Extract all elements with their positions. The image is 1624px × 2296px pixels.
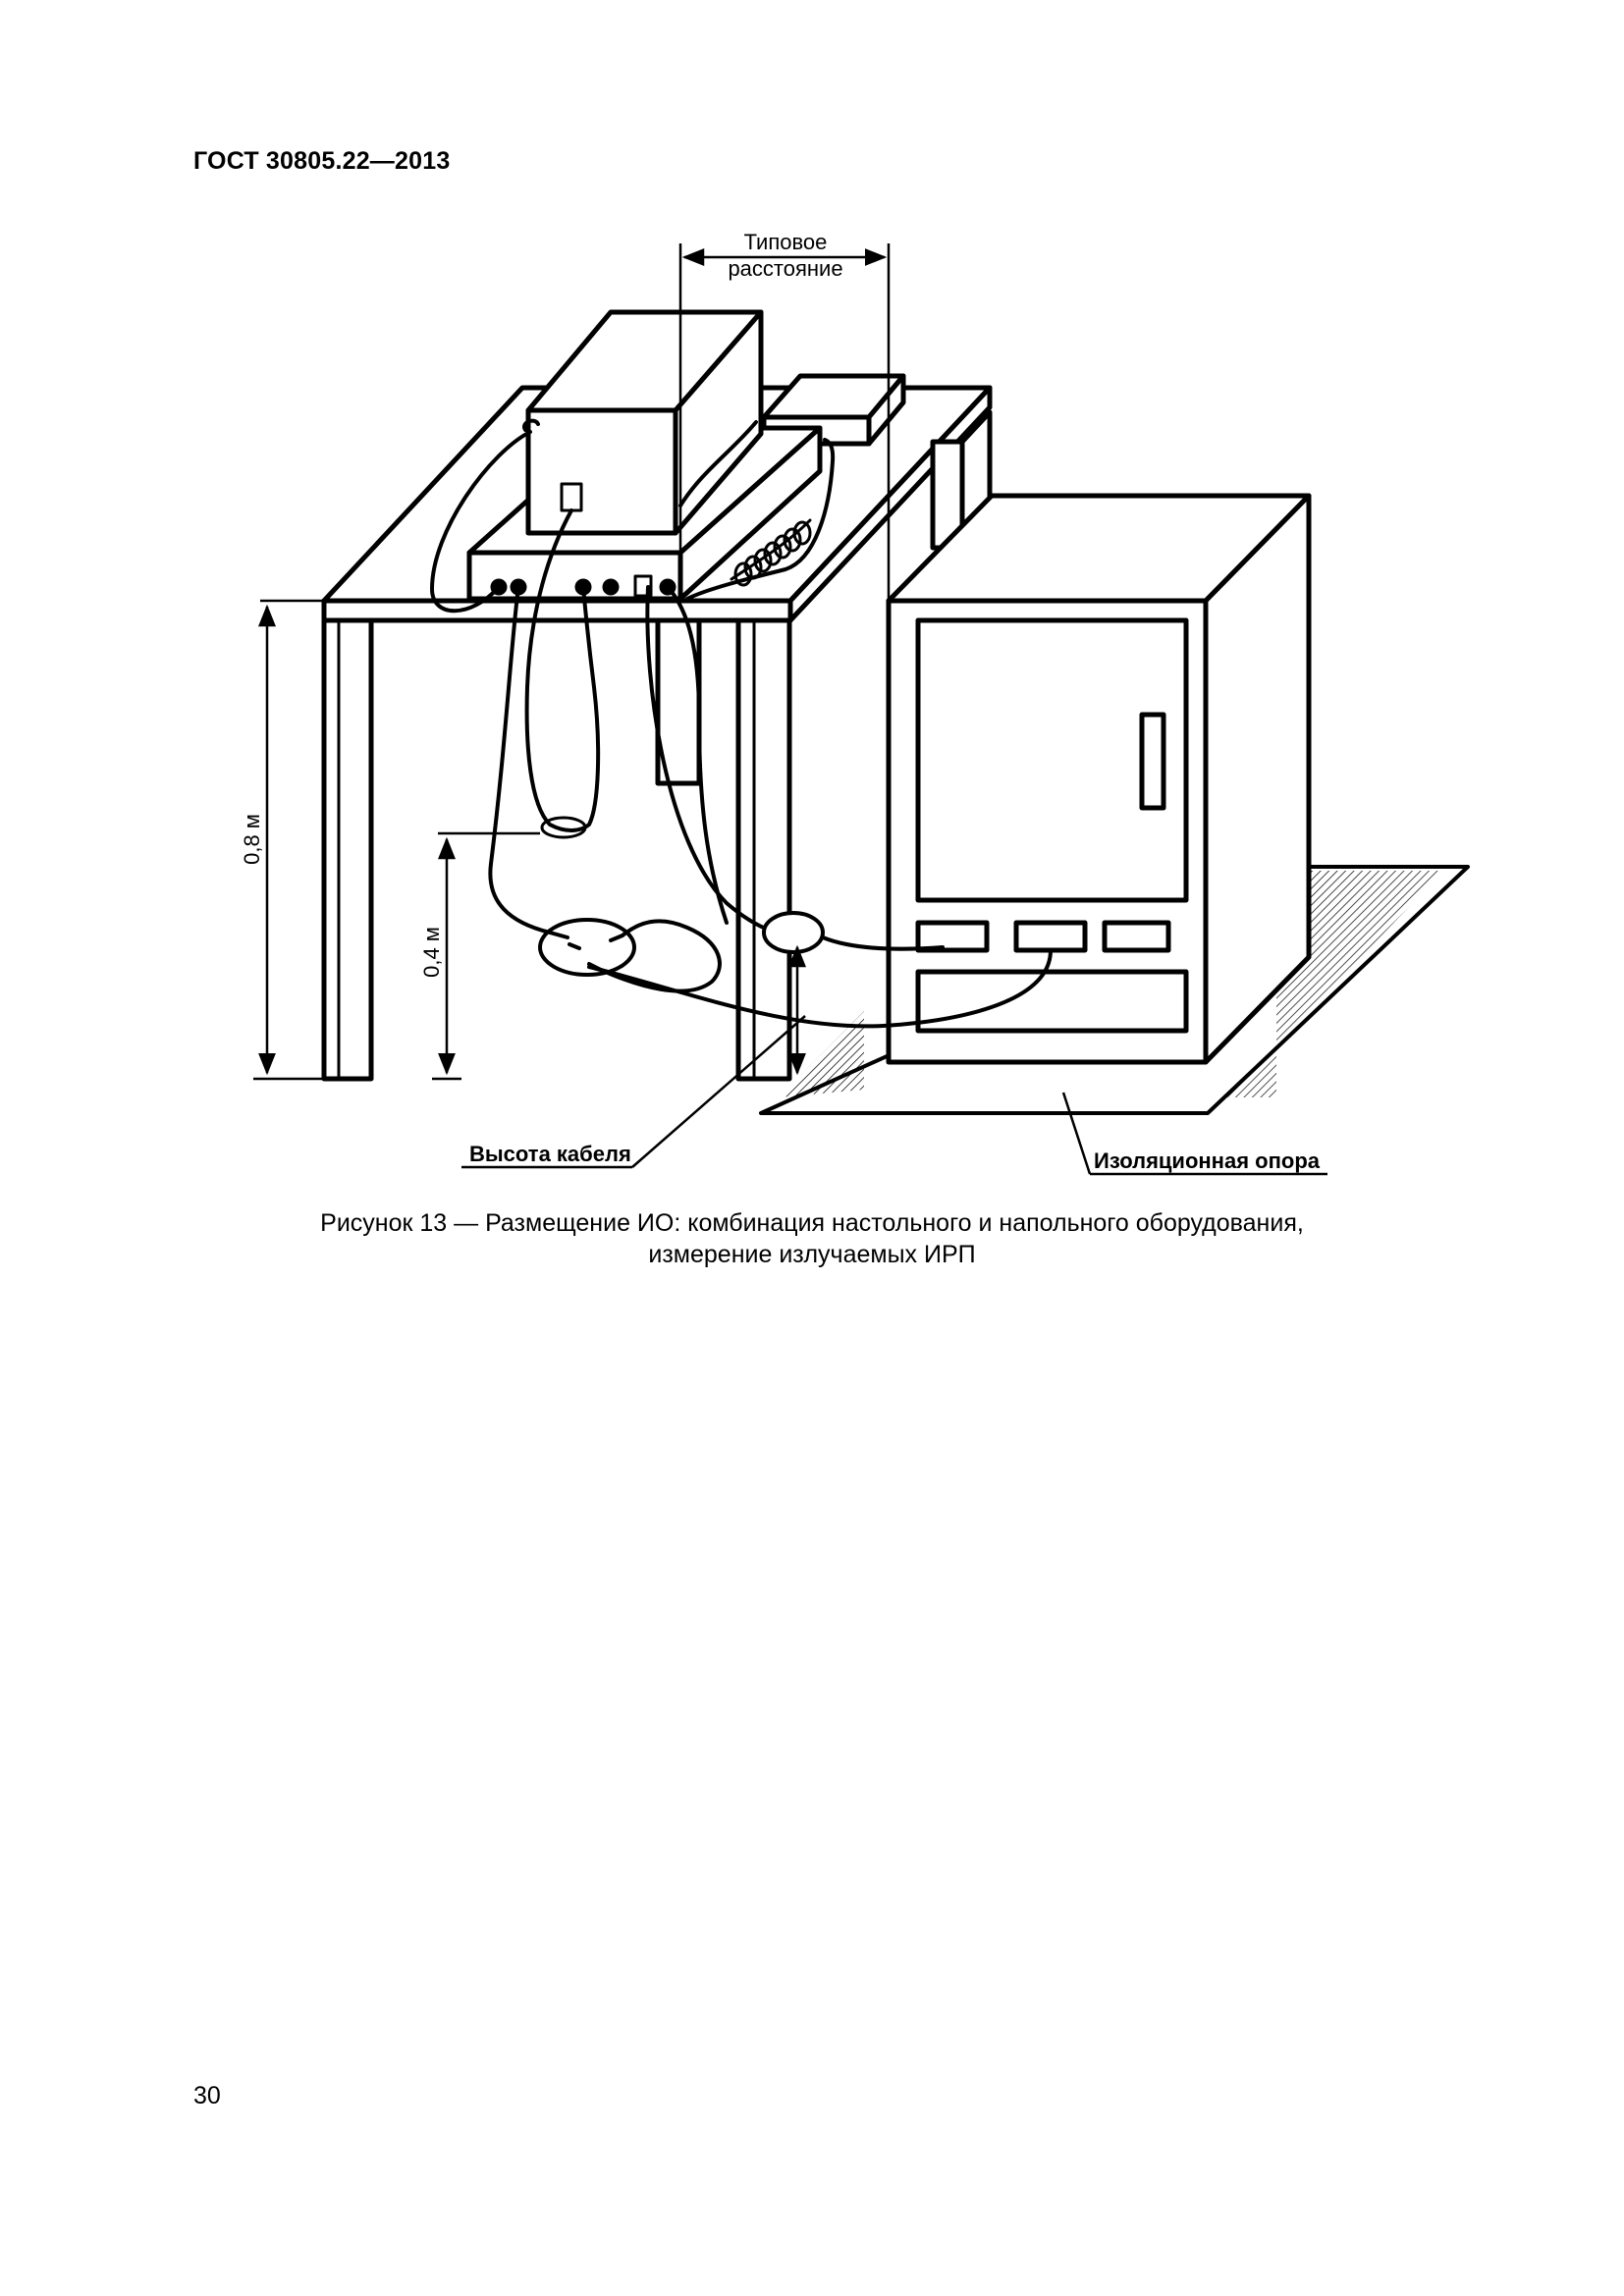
desktop-device-box — [525, 309, 764, 536]
label-typical-distance-line2: расстояние — [728, 256, 842, 281]
figure-caption-line1: Рисунок 13 — Размещение ИО: комбинация н… — [320, 1209, 1304, 1237]
page-number: 30 — [193, 2082, 221, 2109]
floor-standing-equipment — [886, 493, 1312, 1065]
cables — [430, 418, 1053, 1029]
label-table-height: 0,8 м — [240, 814, 264, 865]
figure-caption: Рисунок 13 — Размещение ИО: комбинация н… — [0, 1207, 1624, 1270]
label-insulating-support: Изоляционная опора — [1094, 1148, 1321, 1173]
figure-caption-line2: измерение излучаемых ИРП — [648, 1241, 976, 1268]
document-standard-header: ГОСТ 30805.22—2013 — [193, 147, 451, 175]
label-cable-height: Высота кабеля — [469, 1142, 631, 1166]
label-cable-height-dimension: 0,4 м — [419, 927, 444, 978]
label-typical-distance-line1: Типовое — [744, 230, 828, 254]
